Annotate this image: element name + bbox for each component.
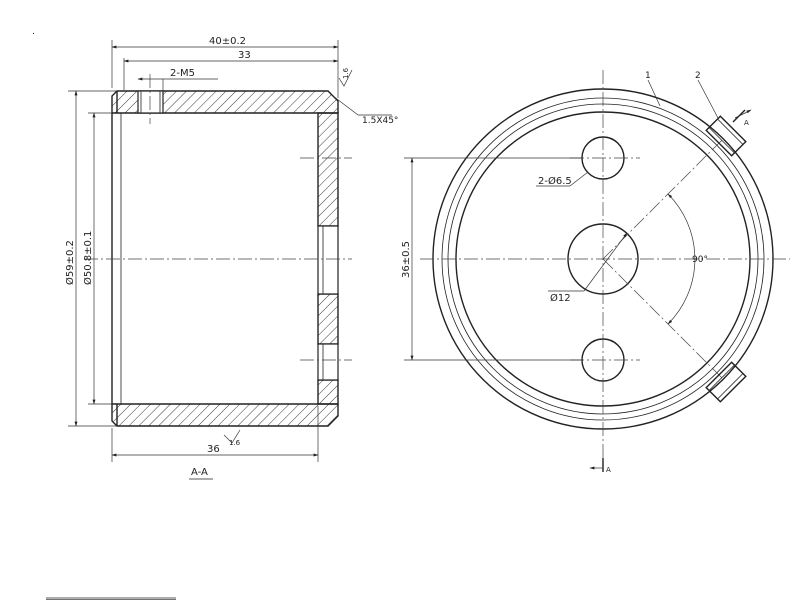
section-mark-bottom: A xyxy=(606,466,611,474)
dim-bore-depth: 36 xyxy=(207,444,220,455)
callout-2: 2 xyxy=(695,71,701,81)
section-mark-top: A xyxy=(744,119,749,127)
bottom-wall-section xyxy=(111,403,339,427)
dim-overall-length: 40±0.2 xyxy=(209,36,246,47)
dim-center-hole: Ø12 xyxy=(550,292,571,304)
corner-mark: . xyxy=(32,27,35,37)
dim-outer-dia: Ø59±0.2 xyxy=(64,240,76,285)
callout-1: 1 xyxy=(645,71,651,81)
section-label: A-A xyxy=(191,467,208,478)
dim-chamfer: 1.5X45° xyxy=(362,116,398,126)
dim-length-33: 33 xyxy=(238,50,251,61)
end-view: 90° 1 2 A A 2-Ø6.5 Ø12 36±0.5 xyxy=(401,70,790,474)
end-wall-center-hole xyxy=(317,225,339,295)
end-wall-lower-section xyxy=(317,379,339,405)
end-wall-lower-hole xyxy=(317,343,339,381)
section-view: 40±0.2 33 2-M5 1.6 1.5X45° Ø59±0.2 Ø50.8… xyxy=(64,36,398,480)
end-wall-upper-section xyxy=(317,112,339,227)
roughness-bottom: 1.6 xyxy=(229,439,241,447)
dim-holes: 2-Ø6.5 xyxy=(538,175,572,187)
dim-inner-dia: Ø50.8±0.1 xyxy=(82,231,94,285)
dim-hole-spacing: 36±0.5 xyxy=(401,241,412,278)
thread-hole xyxy=(137,90,164,114)
dim-thread: 2-M5 xyxy=(170,68,195,79)
roughness-top: 1.6 xyxy=(342,67,350,79)
end-wall-middle-section xyxy=(317,293,339,345)
dim-angle: 90° xyxy=(692,255,708,265)
